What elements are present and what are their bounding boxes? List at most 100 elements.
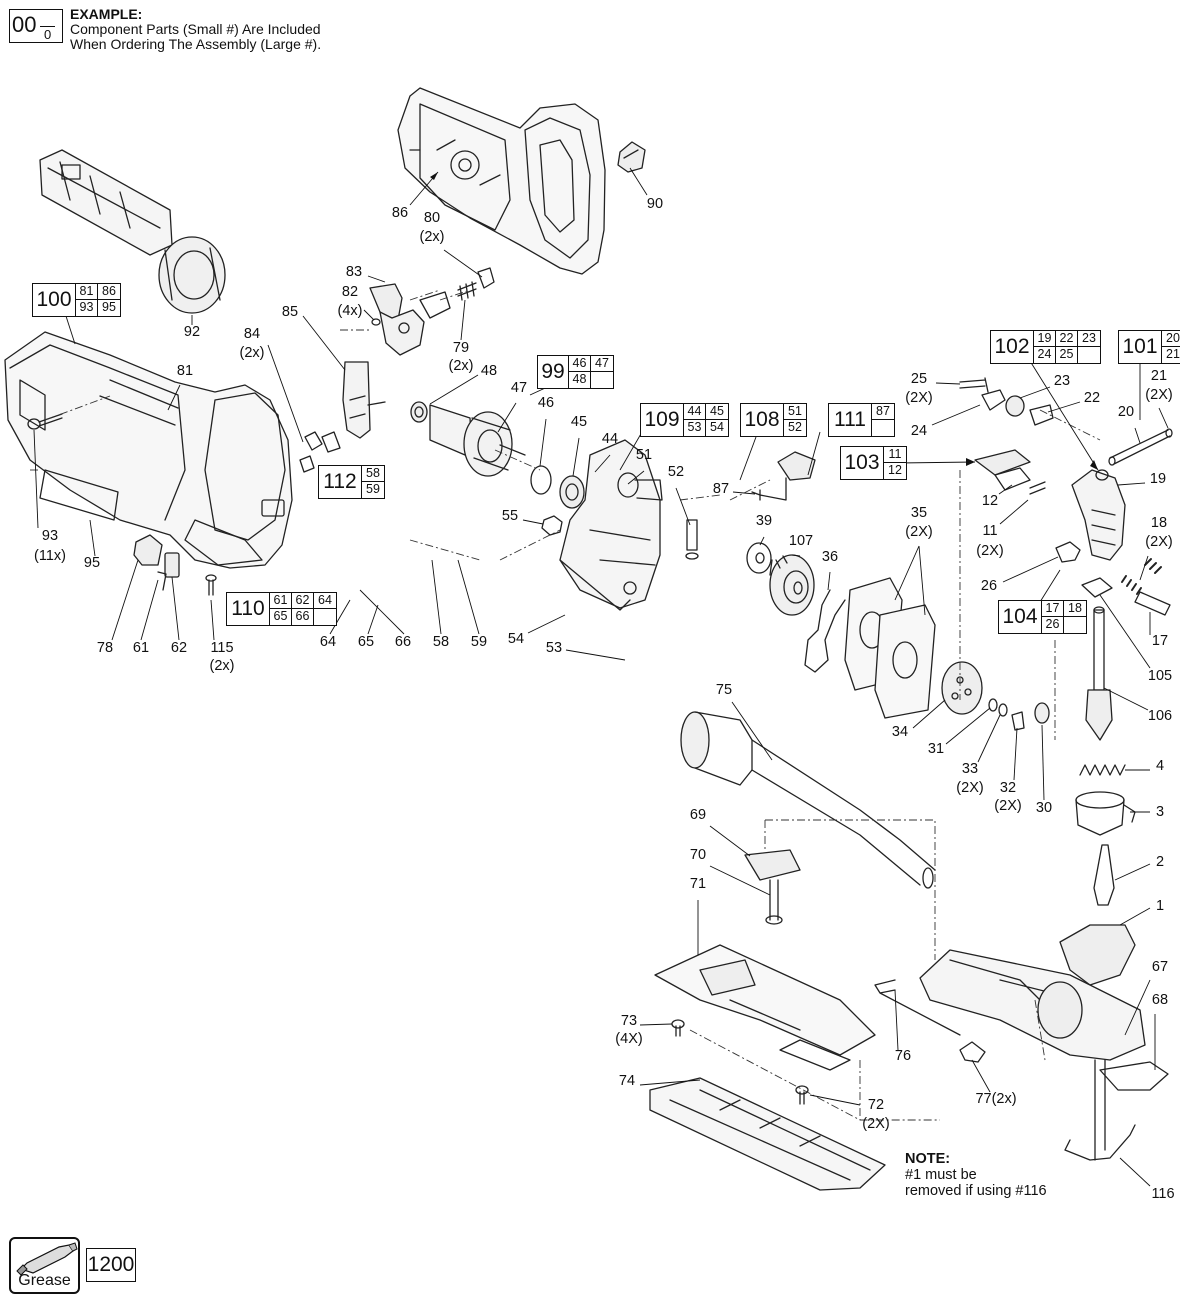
example-legend-text: EXAMPLE: Component Parts (Small #) Are I…: [70, 7, 321, 52]
example-small-number: 0: [40, 26, 56, 42]
callout-label: 54: [508, 631, 524, 647]
callout-label: 51: [636, 447, 652, 463]
electronics-module-drawing: [39, 149, 226, 314]
nut-55-drawing: [541, 515, 563, 536]
callout-label: (2X): [862, 1116, 889, 1132]
assembly-component: 59: [366, 482, 380, 496]
callout-label: (2X): [1145, 387, 1172, 403]
shoe-plate-drawing: [649, 1077, 886, 1191]
callout-label: 3: [1156, 804, 1164, 820]
callout-label: 61: [133, 640, 149, 656]
callout-label: 65: [358, 634, 374, 650]
assembly-component: 51: [784, 404, 806, 420]
grease-part-number: 1200: [86, 1248, 136, 1282]
plunger-106-drawing: [1085, 606, 1113, 741]
callout-label: (2X): [994, 798, 1021, 814]
clip-84-drawing: [299, 431, 341, 473]
assembly-number: 109: [641, 404, 684, 436]
callout-label: 78: [97, 640, 113, 656]
assembly-component: [314, 609, 336, 625]
assembly-component: 81: [76, 284, 98, 300]
grease-tube-icon: [16, 1242, 78, 1276]
assembly-component: 47: [591, 356, 613, 372]
callout-label: 90: [647, 196, 663, 212]
assembly-component: 19: [1034, 331, 1056, 347]
assembly-component: 12: [888, 463, 902, 477]
bearing-45-drawing: [559, 475, 585, 509]
trigger-switch-drawing: [369, 267, 495, 356]
assembly-component: 66: [292, 609, 314, 625]
callout-label: 39: [756, 513, 772, 529]
callout-label: 44: [602, 431, 618, 447]
callout-label: 64: [320, 634, 336, 650]
callout-label: 18: [1151, 515, 1167, 531]
bracket-85-drawing: [342, 361, 371, 439]
shoe-body-drawing: [919, 949, 1169, 1161]
callout-label: 59: [471, 634, 487, 650]
grease-label: Grease: [18, 1272, 71, 1289]
assembly-number: 104: [999, 601, 1042, 633]
bracket-36-drawing: [804, 589, 846, 673]
assembly-component: 65: [270, 609, 292, 625]
assembly-component: [872, 420, 894, 436]
callout-label: (2X): [905, 524, 932, 540]
example-heading: EXAMPLE:: [70, 6, 143, 22]
callout-label: 68: [1152, 992, 1168, 1008]
grease-legend: Grease: [9, 1237, 80, 1294]
guide-12-drawing: [974, 449, 1046, 495]
callout-label: 66: [395, 634, 411, 650]
assembly-component: 20: [1162, 331, 1180, 347]
callout-label: 2: [1156, 854, 1164, 870]
callout-label: 77(2x): [975, 1091, 1016, 1107]
callout-label: (2x): [449, 358, 474, 374]
callout-label: 20: [1118, 404, 1134, 420]
assembly-component: 26: [1042, 617, 1064, 633]
assembly-number: 110: [227, 593, 270, 625]
base-plate-drawing: [654, 944, 876, 1071]
plates-35-drawing: [844, 577, 936, 719]
note-line-1: #1 must be: [905, 1167, 977, 1183]
callout-label: 47: [511, 380, 527, 396]
callout-label: 58: [433, 634, 449, 650]
assembly-component: 44: [684, 404, 706, 420]
assembly-component: 95: [102, 300, 116, 314]
assembly-component: 87: [872, 404, 894, 420]
callout-label: 34: [892, 724, 908, 740]
callout-label: 52: [668, 464, 684, 480]
assembly-component: 23: [1078, 331, 1100, 347]
assembly-component: 25: [1056, 347, 1078, 363]
assembly-component: 24: [1034, 347, 1056, 363]
callout-label: 62: [171, 640, 187, 656]
callout-label: 21: [1151, 368, 1167, 384]
gear-housing-drawing: [559, 439, 663, 611]
gear-107-drawing: [769, 554, 815, 616]
assembly-component: 21: [1166, 347, 1180, 361]
counterweight-drawing: [941, 661, 1050, 731]
clip-77-drawing: [959, 1041, 986, 1063]
callout-label: 79: [453, 340, 469, 356]
assembly-number: 111: [829, 404, 872, 436]
assembly-component: 53: [684, 420, 706, 436]
spring-4-drawing: [1079, 764, 1126, 776]
assembly-component: 58: [362, 466, 384, 482]
callout-label: 45: [571, 414, 587, 430]
callout-label: 92: [184, 324, 200, 340]
callout-label: 19: [1150, 471, 1166, 487]
assembly-component: 48: [569, 372, 591, 388]
callout-label: 17: [1152, 633, 1168, 649]
example-line-2: When Ordering The Assembly (Large #).: [70, 36, 322, 52]
callout-label: 74: [619, 1073, 635, 1089]
callout-label: (2X): [976, 543, 1003, 559]
note-heading: NOTE:: [905, 1151, 951, 1167]
assembly-number: 100: [33, 284, 76, 316]
dust-tube-drawing: [680, 711, 936, 889]
callout-label: 115: [210, 640, 233, 656]
callout-label: 33: [962, 761, 978, 777]
